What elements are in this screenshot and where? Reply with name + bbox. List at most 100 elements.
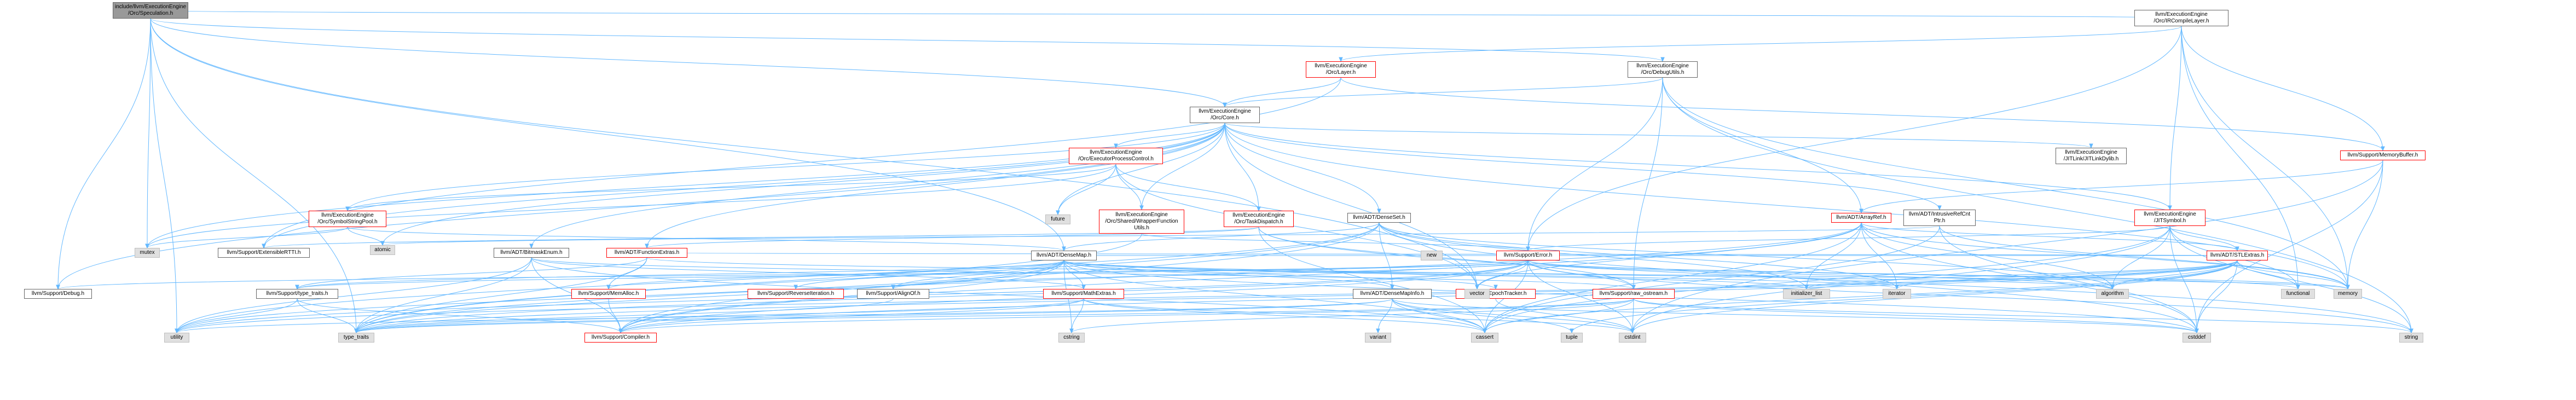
node-irc-compile-layer-h[interactable]: llvm/ExecutionEngine /Orc/IRCompileLayer…	[2134, 10, 2228, 26]
edge-memalloc-compiler	[608, 298, 621, 333]
node-string[interactable]: string	[2399, 333, 2423, 343]
edge-core-mutex	[147, 123, 1225, 248]
node-new[interactable]: new	[1421, 251, 1443, 260]
node-compiler-h[interactable]: llvm/Support/Compiler.h	[584, 333, 657, 343]
edge-arrow-core-denseset	[1377, 208, 1381, 214]
node-raw-ostream-h[interactable]: llvm/Support/raw_ostream.h	[1593, 289, 1675, 299]
edge-arrow-stlextras-memory	[2346, 285, 2350, 290]
node-iterator[interactable]: iterator	[1883, 289, 1911, 299]
edge-arrow-densemap-densemapinfo	[1390, 285, 1394, 290]
node-algorithm[interactable]: algorithm	[2096, 289, 2129, 299]
edge-rawostream-cassert	[1484, 298, 1634, 333]
edge-arrow-core-epc	[1114, 143, 1118, 149]
edge-error-typetraits	[297, 260, 1529, 289]
edge-arrow-epc-taskdispatch	[1257, 206, 1261, 212]
edge-jitsymbol-string	[2169, 225, 2412, 333]
edge-arrow-memorybuffer-arrayref	[1859, 208, 1863, 214]
node-dense-map-h[interactable]: llvm/ADT/DenseMap.h	[1031, 251, 1097, 260]
node-type-traits-h[interactable]: llvm/Support/type_traits.h	[256, 289, 338, 299]
edge-densemapinfo-type_traits	[356, 298, 1393, 333]
node-memory[interactable]: memory	[2334, 289, 2362, 299]
edge-densemapinfo-utility	[176, 298, 1393, 333]
node-cstdint[interactable]: cstdint	[1619, 333, 1646, 343]
edge-stlextras-functional	[2237, 260, 2299, 289]
edge-core-debug	[57, 123, 1225, 289]
node-bitmask-enum-h[interactable]: llvm/ADT/BitmaskEnum.h	[494, 248, 569, 258]
edge-core-extensiblertti	[263, 123, 1225, 248]
node-executor-process-control-h[interactable]: llvm/ExecutionEngine /Orc/ExecutorProces…	[1069, 148, 1163, 164]
node-jit-symbol-h[interactable]: llvm/ExecutionEngine /JITSymbol.h	[2134, 210, 2205, 226]
edge-core-functionextras	[646, 123, 1225, 248]
node-extensible-rtti-h[interactable]: llvm/Support/ExtensibleRTTI.h	[218, 248, 310, 258]
node-dense-set-h[interactable]: llvm/ADT/DenseSet.h	[1347, 213, 1411, 223]
edge-stlextras-iterator	[1896, 260, 2238, 289]
node-mem-alloc-h[interactable]: llvm/Support/MemAlloc.h	[571, 289, 646, 299]
edge-arrayref-compiler	[620, 222, 1862, 333]
node-shared-wrapper-function-utils-h[interactable]: llvm/ExecutionEngine /Orc/Shared/Wrapper…	[1099, 210, 1184, 234]
edge-arrow-symstringpool-mutex	[145, 244, 149, 249]
edge-arrow-core-jitlinkdylib	[2089, 143, 2093, 149]
edge-core-memory	[1224, 123, 2348, 289]
node-debug-utils-h[interactable]: llvm/ExecutionEngine /Orc/DebugUtils.h	[1628, 61, 1698, 78]
edge-symstringpool-mutex	[147, 227, 348, 248]
node-align-of-h[interactable]: llvm/Support/AlignOf.h	[857, 289, 929, 299]
node-core-h[interactable]: llvm/ExecutionEngine /Orc/Core.h	[1190, 107, 1260, 123]
edge-stlextras-type_traits	[356, 260, 2238, 333]
edge-core-denseset	[1224, 123, 1380, 213]
edge-arrow-epc-symstringpool	[345, 206, 350, 212]
node-atomic[interactable]: atomic	[370, 245, 395, 255]
edge-arrow-jitsymbol-error	[1526, 246, 1530, 252]
node-memory-buffer-h[interactable]: llvm/Support/MemoryBuffer.h	[2340, 150, 2426, 160]
node-functional[interactable]: functional	[2281, 289, 2315, 299]
node-cassert[interactable]: cassert	[1471, 333, 1498, 343]
node-stl-extras-h[interactable]: llvm/ADT/STLExtras.h	[2207, 251, 2268, 260]
edge-core-atomic	[382, 123, 1225, 246]
node-function-extras-h[interactable]: llvm/ADT/FunctionExtras.h	[606, 248, 687, 258]
node-type-traits[interactable]: type_traits	[338, 333, 374, 343]
edge-typetraits-compiler	[297, 298, 621, 333]
edge-epc-future	[1057, 164, 1116, 215]
node-array-ref-h[interactable]: llvm/ADT/ArrayRef.h	[1831, 213, 1891, 223]
node-vector[interactable]: vector	[1464, 289, 1490, 299]
node-reverse-iteration-h[interactable]: llvm/Support/ReverseIteration.h	[748, 289, 844, 299]
node-variant[interactable]: variant	[1365, 333, 1391, 343]
node-layer-h[interactable]: llvm/ExecutionEngine /Orc/Layer.h	[1306, 61, 1376, 78]
node-intrusive-ref-cnt-ptr-h[interactable]: llvm/ADT/IntrusiveRefCnt Ptr.h	[1903, 210, 1976, 226]
edge-core-jitlinkdylib	[1224, 123, 2092, 148]
node-cstring[interactable]: cstring	[1058, 333, 1085, 343]
edge-taskdispatch-extensiblertti	[263, 227, 1259, 248]
node-utility[interactable]: utility	[164, 333, 189, 343]
node-future[interactable]: future	[1045, 215, 1070, 224]
node-debug-h[interactable]: llvm/Support/Debug.h	[24, 289, 92, 299]
node-math-extras-h[interactable]: llvm/Support/MathExtras.h	[1043, 289, 1124, 299]
edge-irc-layer	[1340, 26, 2182, 62]
node-task-dispatch-h[interactable]: llvm/ExecutionEngine /Orc/TaskDispatch.h	[1224, 211, 1294, 227]
edge-irc-functional	[2181, 26, 2299, 289]
edge-bitmaskenum-rawostream	[531, 257, 1634, 289]
edge-error-memory	[1527, 260, 2348, 289]
node-mutex[interactable]: mutex	[135, 248, 160, 258]
edge-debugutils-arrayref	[1662, 77, 1862, 213]
node-dense-map-info-h[interactable]: llvm/ADT/DenseMapInfo.h	[1353, 289, 1432, 299]
edge-memorybuffer-cstddef	[2196, 160, 2383, 333]
node-initializer-list[interactable]: initializer_list	[1783, 289, 1830, 299]
edge-arrow-root-debugutils	[1660, 57, 1665, 62]
edge-typetraits-type_traits	[297, 298, 357, 333]
node-speculation-h[interactable]: include/llvm/ExecutionEngine /Orc/Specul…	[113, 2, 188, 19]
edge-root-utility	[150, 18, 177, 333]
node-error-h[interactable]: llvm/Support/Error.h	[1496, 251, 1560, 260]
edge-densemap-initializer_list	[1063, 260, 1807, 289]
node-cstddef[interactable]: cstddef	[2183, 333, 2211, 343]
edge-arrow-densemap-epochtracker	[1493, 285, 1498, 290]
edge-functionextras-type_traits	[356, 257, 647, 333]
node-tuple[interactable]: tuple	[1561, 333, 1583, 343]
edge-rawostream-cstddef	[1633, 298, 2197, 333]
node-jitlink-dylib-h[interactable]: llvm/ExecutionEngine /JITLink/JITLinkDyl…	[2056, 148, 2127, 164]
node-symbol-string-pool-h[interactable]: llvm/ExecutionEngine /Orc/SymbolStringPo…	[309, 211, 386, 227]
edge-stlextras-memory	[2237, 260, 2348, 289]
edge-arrow-epc-sharedwrapper	[1139, 205, 1144, 211]
edge-taskdispatch-functionextras	[646, 227, 1259, 248]
edge-arrow-rawostream-type_traits	[354, 328, 358, 334]
edge-mathextras-cstring	[1071, 298, 1084, 333]
edge-root-type_traits	[150, 18, 357, 333]
